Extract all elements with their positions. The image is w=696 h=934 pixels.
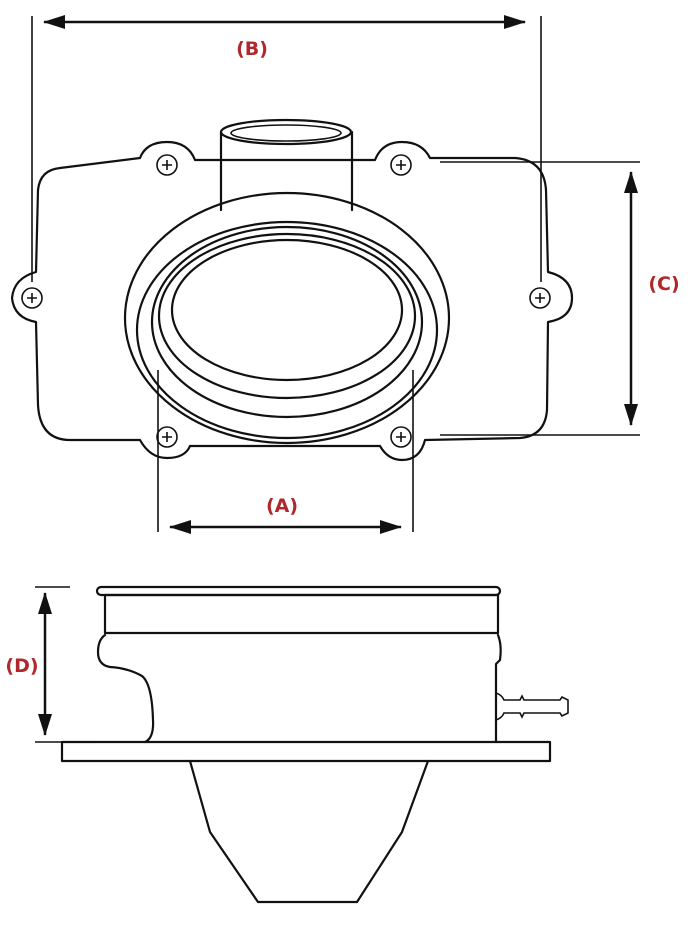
neck-inner <box>230 124 342 142</box>
bolt-holes <box>21 154 551 448</box>
bolt-hole-icon <box>156 154 178 176</box>
side-view: (D) <box>5 585 569 904</box>
top-lip <box>95 585 502 597</box>
dim-b-extension-lines <box>31 16 542 282</box>
dim-c-label: (C) <box>648 273 679 295</box>
dim-c-extension-lines <box>440 161 640 436</box>
dim-d-label: (D) <box>5 655 38 677</box>
top-view: (B) (C) (A) <box>10 14 680 534</box>
boot-ring-3 <box>150 225 424 419</box>
bolt-hole-icon <box>390 426 412 448</box>
boot-outer-ring <box>123 191 451 445</box>
flange-outline <box>10 140 574 462</box>
bolt-hole-icon <box>529 287 551 309</box>
upper-band <box>103 593 500 635</box>
neck-opening <box>219 118 353 146</box>
hose-nipple <box>495 692 569 721</box>
dim-a-label: (A) <box>266 495 298 517</box>
base-plate <box>60 740 552 763</box>
neck-tube <box>219 130 354 212</box>
boot-bore <box>170 238 404 382</box>
bolt-hole-icon <box>156 426 178 448</box>
lower-funnel <box>188 759 430 904</box>
boot-ring-2 <box>135 220 439 440</box>
bolt-hole-icon <box>390 154 412 176</box>
boot-ring-4 <box>157 232 417 400</box>
bolt-hole-icon <box>21 287 43 309</box>
dim-d-extension-lines <box>35 586 95 743</box>
body-outline <box>96 633 502 744</box>
dim-b-label: (B) <box>236 38 268 60</box>
dim-a-extension-lines <box>157 370 414 532</box>
